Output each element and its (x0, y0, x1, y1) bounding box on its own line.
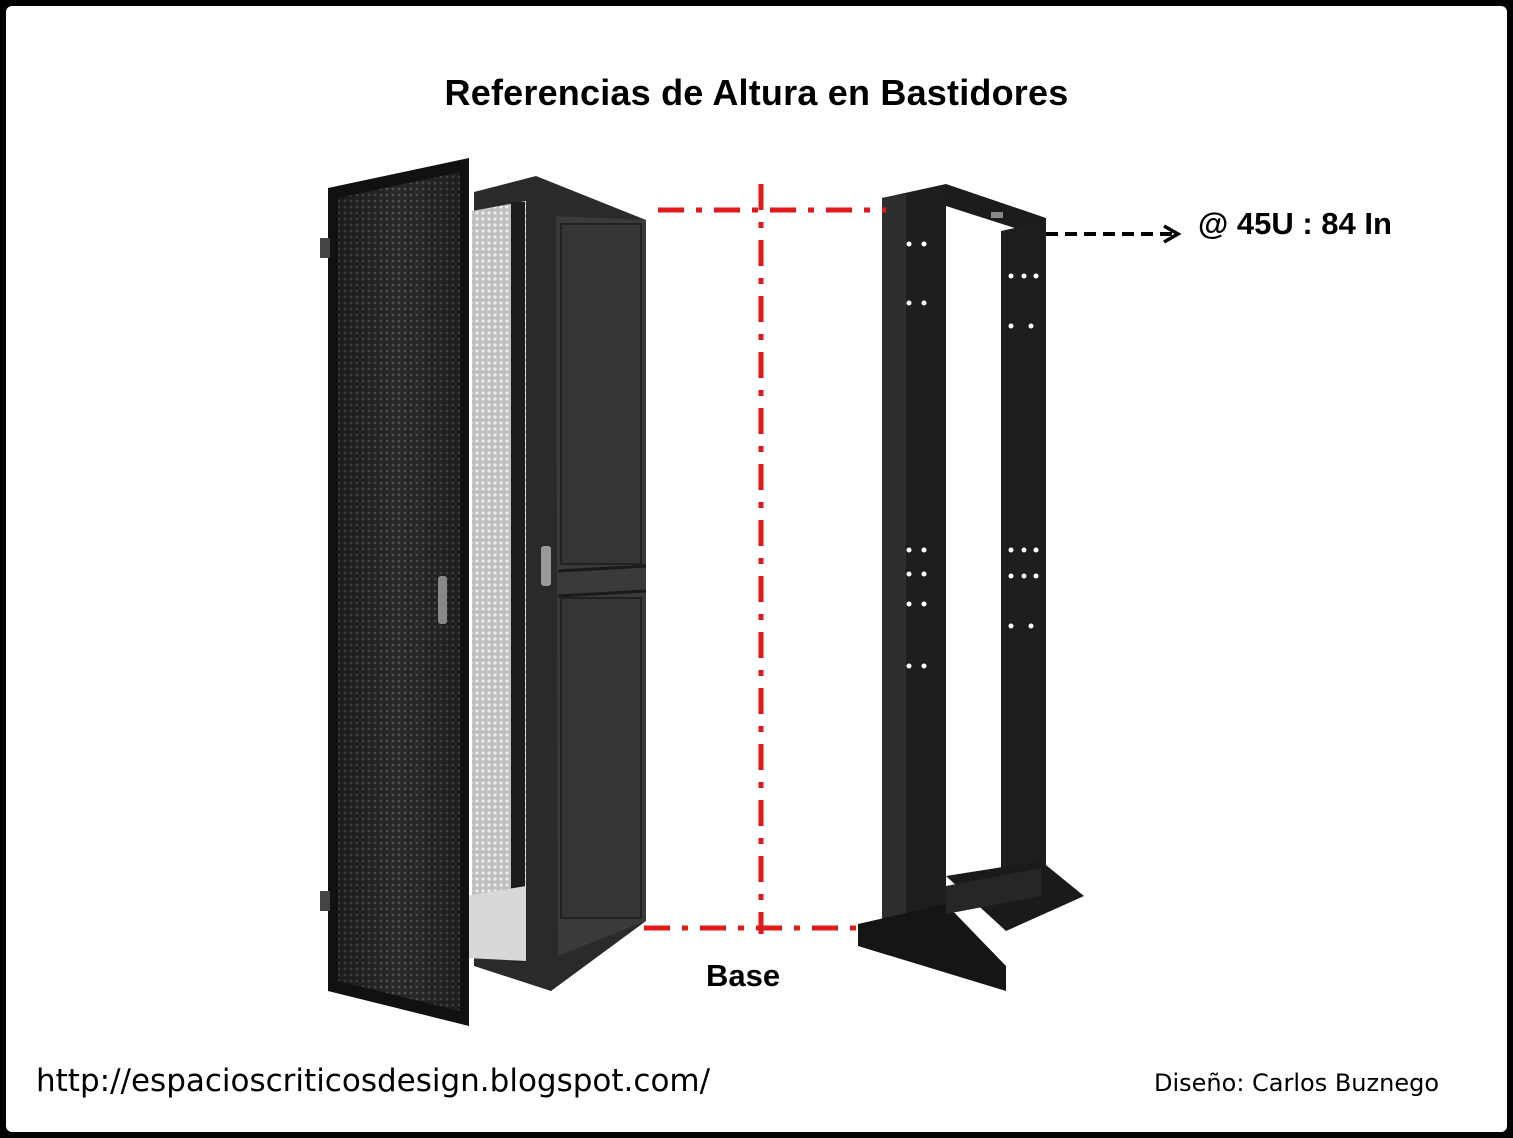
base-label: Base (706, 958, 781, 993)
diagram-title: Referencias de Altura en Bastidores (444, 72, 1069, 113)
diagram-canvas (6, 6, 1507, 1132)
design-credit: Diseño: Carlos Buznego (1154, 1069, 1440, 1097)
rack-cabinet-illustration (320, 158, 647, 1026)
source-url: http://espacioscriticosdesign.blogspot.c… (36, 1063, 711, 1099)
diagram-artwork (320, 158, 1182, 1026)
open-rack-illustration (858, 184, 1084, 991)
height-reference-lines (644, 184, 886, 934)
height-arrow (1046, 224, 1182, 244)
height-reference-label: @ 45U : 84 In (1198, 206, 1392, 241)
